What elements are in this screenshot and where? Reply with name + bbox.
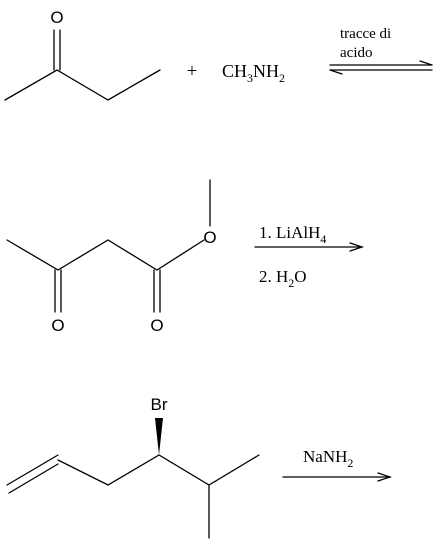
step-2-sub: 2	[288, 276, 294, 290]
bromoalkene-structure: Br	[6, 395, 260, 539]
plus-sign: +	[187, 61, 198, 82]
equilibrium-arrows	[329, 60, 433, 75]
step-2-prefix: 2. H	[259, 267, 288, 286]
reaction-3-arrow	[282, 472, 393, 482]
ester-oxygen-label: O	[203, 228, 216, 247]
condition-line-1: tracce di	[340, 26, 391, 42]
step-2-reagent: 2. H2O	[259, 267, 307, 290]
alkyl-chain	[57, 454, 260, 486]
ester-main-chain	[6, 239, 205, 271]
sodium-amide-reagent: NaNH2	[303, 447, 353, 470]
step-1-sub: 4	[320, 232, 326, 246]
butanone-structure: O	[4, 8, 161, 101]
reverse-arrow-head	[329, 69, 343, 75]
vinyl-double-bond-a	[6, 454, 59, 486]
reaction-3: Br NaNH2	[6, 395, 393, 539]
vinyl-double-bond-b	[8, 463, 59, 494]
sodium-amide-sub: 2	[347, 456, 353, 470]
butanone-skeleton	[4, 69, 161, 101]
reaction-2-arrow	[254, 242, 365, 252]
carbonyl-oxygen-label: O	[150, 316, 163, 335]
methylamine-nh: NH	[253, 61, 279, 81]
butanone-oxygen-label: O	[50, 8, 63, 27]
forward-arrow-head	[419, 60, 433, 66]
condition-line-2: acido	[340, 45, 372, 61]
wedge-bond-to-bromine	[155, 418, 163, 455]
step-2-suffix: O	[294, 267, 306, 286]
methylamine-sub-3: 3	[247, 71, 253, 85]
reaction-2: O O O 1. LiAlH4 2. H2O	[6, 179, 365, 335]
ketone-oxygen-label: O	[51, 316, 64, 335]
sodium-amide-base: NaNH	[303, 447, 347, 466]
methyl-acetoacetate-structure: O O O	[6, 179, 217, 335]
step-1-prefix: 1. LiAlH	[259, 223, 320, 242]
methylamine-ch: CH	[222, 61, 247, 81]
methylamine-sub-2: 2	[279, 71, 285, 85]
bromine-label: Br	[151, 395, 168, 414]
reaction-1: O + CH3NH2 tracce di acido	[4, 8, 433, 101]
reaction-2-arrow-head	[349, 242, 365, 252]
step-1-reagent: 1. LiAlH4	[259, 223, 326, 246]
reaction-3-arrow-head	[377, 472, 393, 482]
methylamine-formula: CH3NH2	[222, 61, 285, 85]
